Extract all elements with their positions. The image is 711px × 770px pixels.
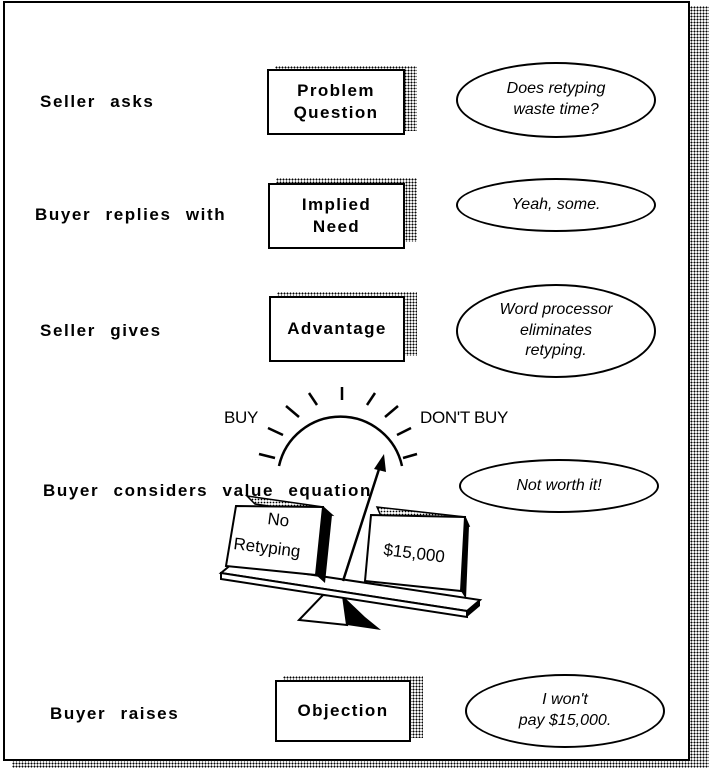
actor-label-buyer-considers: Buyer considers value equation bbox=[43, 481, 372, 500]
card-left-line1: No bbox=[267, 509, 291, 531]
balance-scale: No Retyping $15,000 bbox=[218, 387, 483, 630]
gauge-needle bbox=[341, 454, 386, 582]
buy-label: BUY bbox=[224, 408, 259, 427]
example-oval-not-worth-it: Not worth it! bbox=[459, 459, 659, 513]
card-no-retyping: No Retyping bbox=[224, 494, 335, 583]
actor-label-buyer-replies: Buyer replies with bbox=[35, 205, 227, 224]
diagram-frame: Seller asks Problem Question Does retypi… bbox=[3, 1, 690, 761]
card-price: $15,000 bbox=[363, 506, 471, 599]
example-oval-yeah-some: Yeah, some. bbox=[456, 178, 656, 232]
concept-box-problem-question: Problem Question bbox=[267, 69, 405, 135]
dont-buy-label: DON'T BUY bbox=[420, 408, 509, 427]
actor-label-buyer-raises: Buyer raises bbox=[50, 704, 180, 723]
example-oval-i-wont-pay: I won't pay $15,000. bbox=[465, 674, 665, 748]
concept-box-objection: Objection bbox=[275, 680, 411, 742]
gauge-dial bbox=[258, 387, 418, 467]
example-oval-word-processor: Word processor eliminates retyping. bbox=[456, 284, 656, 378]
concept-box-advantage: Advantage bbox=[269, 296, 405, 362]
actor-label-seller-gives: Seller gives bbox=[40, 321, 162, 340]
example-oval-does-retyping: Does retyping waste time? bbox=[456, 62, 656, 138]
actor-label-seller-asks: Seller asks bbox=[40, 92, 155, 111]
concept-box-implied-need: Implied Need bbox=[268, 183, 405, 249]
